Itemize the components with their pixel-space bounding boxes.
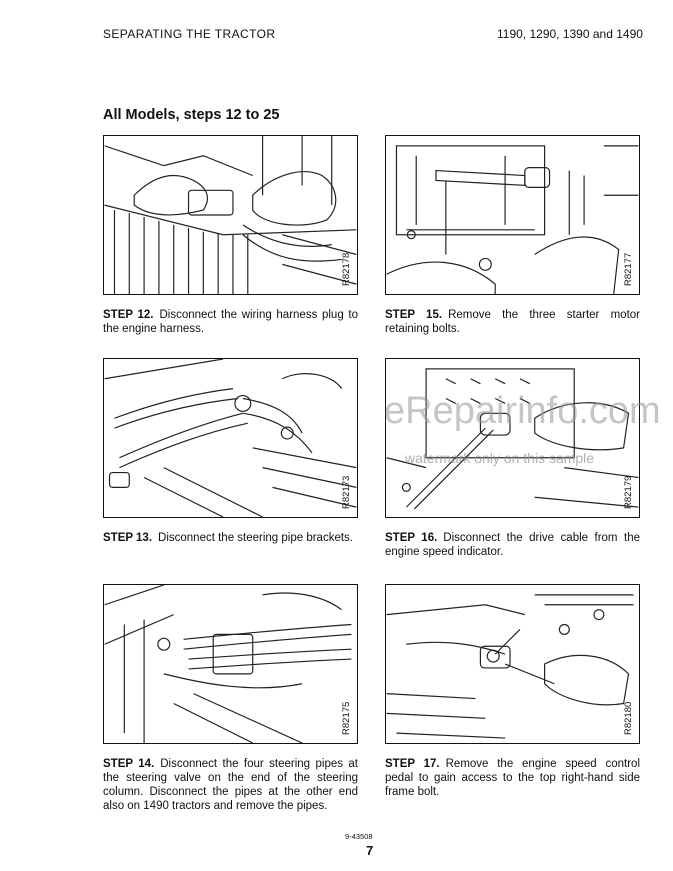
illustration-wiring-harness — [104, 136, 357, 294]
step-text: Disconnect the steering pipe brackets. — [158, 532, 353, 544]
step-label: STEP 17. — [385, 758, 440, 770]
page-number: 7 — [366, 843, 374, 858]
step-text: Disconnect the wiring harness plug to th… — [103, 309, 358, 335]
caption-step-13: STEP 13. Disconnect the steering pipe bra… — [103, 531, 358, 545]
illustration-steering-valve — [104, 585, 352, 743]
caption-step-15: STEP 15.Remove the three starter motor r… — [385, 308, 640, 336]
caption-step-14: STEP 14.Disconnect the four steering pip… — [103, 757, 358, 813]
figure-code: R82177 — [623, 252, 634, 286]
step-label: STEP 12. — [103, 309, 154, 321]
figure-step-14: R82175 — [103, 584, 358, 744]
step-label: STEP 14. — [103, 758, 155, 770]
header-models: 1190, 1290, 1390 and 1490 — [497, 27, 643, 41]
figure-code: R82180 — [623, 701, 634, 735]
caption-step-17: STEP 17.Remove the engine speed control … — [385, 757, 640, 799]
figure-step-12: R82178 — [103, 135, 358, 295]
figure-code: R82179 — [623, 475, 634, 509]
illustration-steering-pipes — [104, 359, 357, 517]
illustration-starter-bolts — [386, 145, 639, 294]
figure-code: R82175 — [341, 701, 352, 735]
section-title: All Models, steps 12 to 25 — [103, 107, 280, 123]
figure-step-16: R82179 — [385, 358, 640, 518]
figure-step-13: R82173 — [103, 358, 358, 518]
figure-step-15: R82177 — [385, 135, 640, 295]
step-label: STEP 15. — [385, 309, 443, 321]
step-label: STEP 13. — [103, 532, 153, 544]
figure-step-17: R82180 — [385, 584, 640, 744]
step-label: STEP 16. — [385, 532, 438, 544]
step-text: Disconnect the four steering pipes at th… — [103, 758, 358, 812]
caption-step-16: STEP 16.Disconnect the drive cable from … — [385, 531, 640, 559]
step-text: Disconnect the drive cable from the engi… — [385, 532, 640, 558]
illustration-speed-pedal — [386, 594, 634, 739]
step-text: Remove the engine speed control pedal to… — [385, 758, 640, 798]
illustration-drive-cable — [386, 368, 639, 510]
figure-code: R82173 — [341, 475, 352, 509]
step-text: Remove the three starter motor retaining… — [385, 309, 640, 335]
watermark-main: eRepairinfo.com — [384, 390, 661, 432]
watermark-sub: watermark only on this sample — [405, 450, 595, 466]
caption-step-12: STEP 12.Disconnect the wiring harness pl… — [103, 308, 358, 336]
figure-code: R82178 — [341, 252, 352, 286]
document-code: 9-43508 — [345, 832, 373, 841]
header-title: SEPARATING THE TRACTOR — [103, 27, 276, 41]
